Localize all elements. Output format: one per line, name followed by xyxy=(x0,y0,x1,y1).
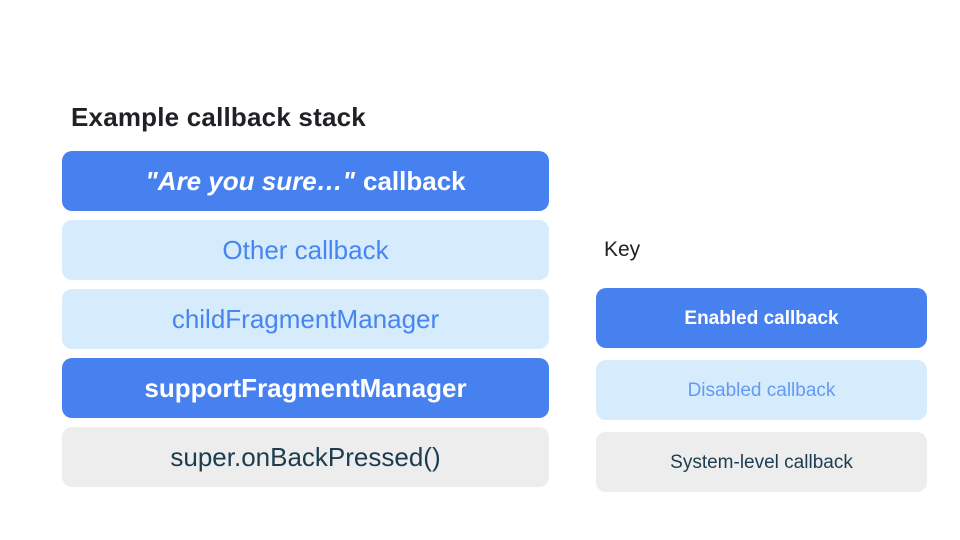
key-item-disabled-callback: Disabled callback xyxy=(596,360,927,420)
key-title: Key xyxy=(604,238,641,261)
stack-item-label: callback xyxy=(362,166,466,196)
stack-item-are-you-sure: "Are you sure…" callback xyxy=(62,151,549,211)
stack-item-super-on-back-pressed: super.onBackPressed() xyxy=(62,427,549,487)
stack-item-support-fragment-manager: supportFragmentManager xyxy=(62,358,549,418)
key-legend: Enabled callback Disabled callback Syste… xyxy=(596,288,927,492)
stack-title: Example callback stack xyxy=(71,102,366,132)
key-item-system-level-callback: System-level callback xyxy=(596,432,927,492)
callback-stack: "Are you sure…" callback Other callback … xyxy=(62,151,549,487)
stack-item-label-italic: "Are you sure…" xyxy=(145,166,355,196)
key-item-enabled-callback: Enabled callback xyxy=(596,288,927,348)
stack-item-other-callback: Other callback xyxy=(62,220,549,280)
stack-item-child-fragment-manager: childFragmentManager xyxy=(62,289,549,349)
